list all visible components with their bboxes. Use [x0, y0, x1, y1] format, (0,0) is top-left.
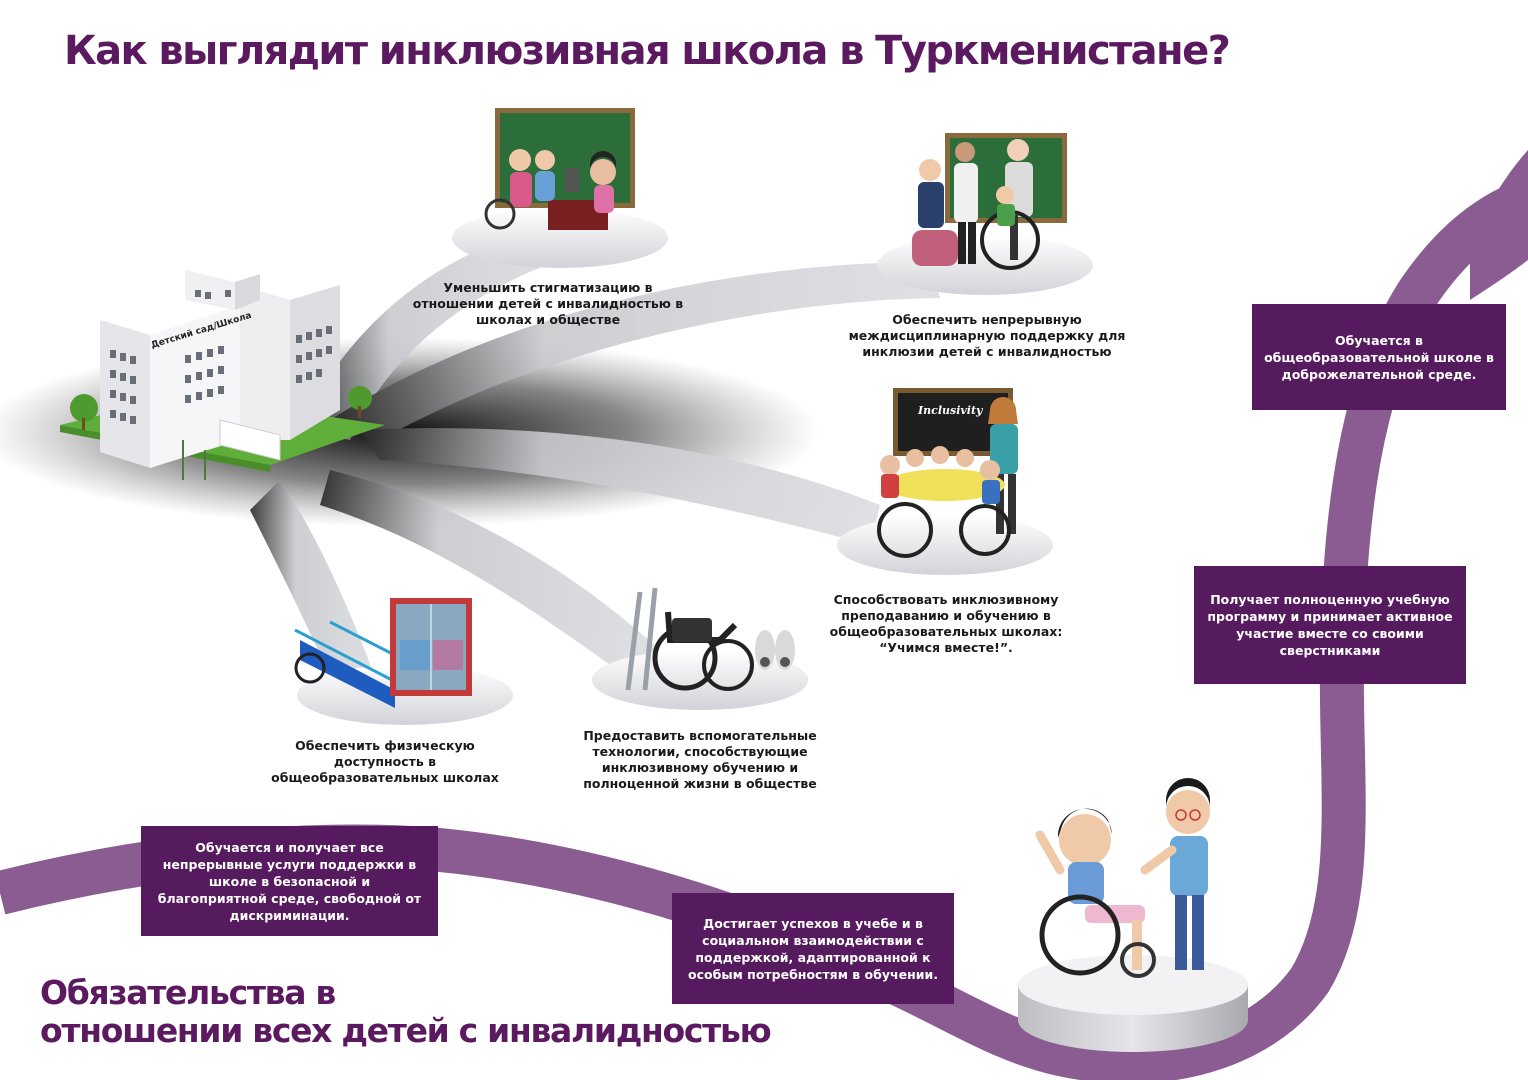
outcome-box-support-services: Обучается и получает все непрерывные усл…	[141, 826, 438, 936]
scene-support-team	[912, 133, 1067, 270]
goal-physical-accessibility: Обеспечить физическую доступность в обще…	[271, 738, 499, 785]
outcome-box-welcoming-school: Обучается в общеобразовательной школе в …	[1252, 304, 1506, 410]
outcome-box-full-curriculum: Получает полноценную учебную программу и…	[1194, 566, 1466, 684]
children-pedestal	[1018, 778, 1248, 1052]
scene-classroom	[484, 108, 635, 230]
school-building	[60, 270, 385, 480]
footer-title: Обязательства в отношении всех детей с и…	[40, 973, 772, 1050]
scene-inclusive-class	[877, 388, 1018, 558]
outcome-box-success: Достигает успехов в учебе и в социальном…	[672, 893, 954, 1004]
scene-assistive-tech	[625, 587, 795, 691]
purple-ribbon	[0, 150, 1528, 1080]
scene-accessibility	[294, 598, 472, 708]
chalkboard-text: Inclusivity	[917, 404, 984, 417]
footer-title-line2: отношении всех детей с инвалидностью	[40, 1011, 772, 1050]
goal-assistive-technology: Предоставить вспомогательные технологии,…	[583, 728, 817, 791]
goal-multidisciplinary-support: Обеспечить непрерывную междисциплинарную…	[848, 312, 1126, 359]
page-title: Как выглядит инклюзивная школа в Туркмен…	[64, 28, 1231, 74]
goal-reduce-stigma: Уменьшить стигматизацию в отношении дете…	[412, 280, 684, 327]
footer-title-line1: Обязательства в	[40, 973, 336, 1012]
goal-inclusive-teaching: Способствовать инклюзивному преподаванию…	[829, 592, 1063, 655]
